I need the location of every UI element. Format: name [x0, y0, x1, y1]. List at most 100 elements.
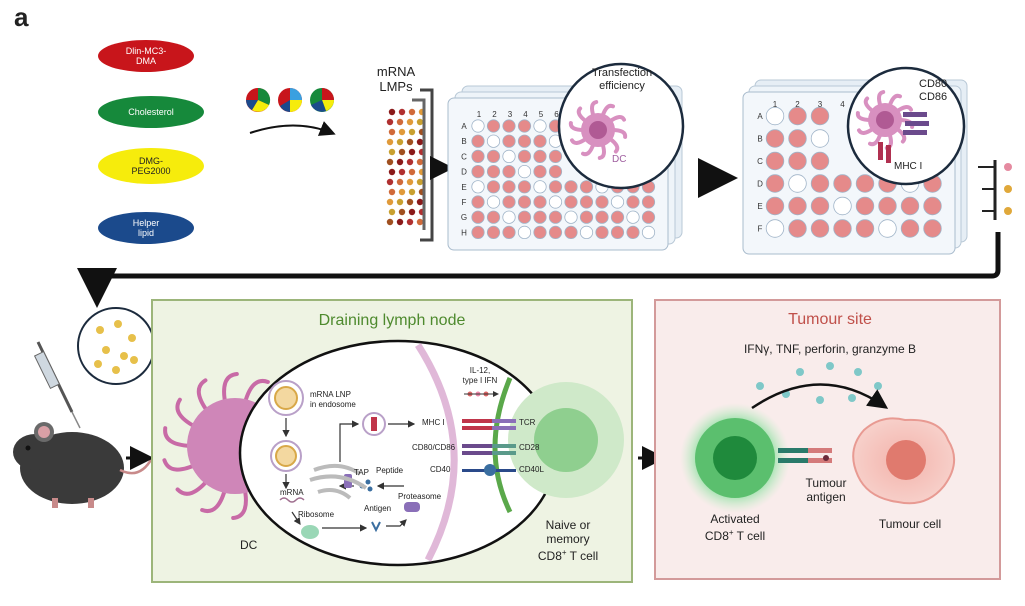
well — [548, 180, 563, 194]
tumour-cell-icon — [852, 417, 955, 505]
plate1-row-label: F — [462, 198, 467, 207]
lmp-dot — [406, 178, 414, 186]
lmp-bracket — [412, 98, 426, 230]
cd80-cd86-label: CD80 CD86 — [919, 78, 948, 103]
activated-tcell-sup: + — [728, 528, 734, 537]
plate2-col-label: 3 — [818, 100, 823, 109]
plate1-col-label: 1 — [477, 110, 482, 119]
lmp-dot — [406, 138, 414, 146]
well — [471, 195, 485, 209]
plate2-col-labels: 1 2 3 4 — [773, 100, 846, 109]
plate1-row-label: A — [461, 122, 467, 131]
lmp-dot — [398, 168, 406, 176]
plate2-col-label: 2 — [795, 100, 800, 109]
well — [502, 165, 516, 179]
tumour-site-title: Tumour site — [788, 311, 872, 328]
mrna-label: mRNA — [280, 488, 304, 497]
well — [517, 195, 532, 209]
well — [923, 196, 942, 216]
well — [486, 149, 501, 163]
lmp-strands — [386, 88, 454, 242]
well — [471, 119, 485, 133]
lipid-pill-1: Cholesterol — [98, 96, 204, 128]
plate1-row-label: G — [461, 213, 467, 222]
lmp-dot — [386, 158, 394, 166]
well — [564, 195, 578, 209]
lnp-zoom-circle — [77, 307, 155, 385]
well — [610, 210, 625, 224]
lmp-dot — [386, 218, 394, 226]
plate1-row-label: E — [461, 183, 466, 192]
lmp-dot — [398, 128, 406, 136]
antigen-icon — [371, 521, 381, 533]
plate2-col-label: 1 — [773, 100, 778, 109]
well — [517, 225, 532, 239]
plate1-col-label: 4 — [523, 110, 528, 119]
cytokine-dots — [464, 391, 499, 397]
well — [595, 210, 609, 224]
lipid-pill-0: Dlin-MC3- DMA — [98, 40, 194, 72]
well — [595, 225, 609, 239]
well — [548, 149, 563, 163]
lmp-dot — [416, 198, 424, 206]
mouse-icon — [13, 422, 154, 508]
antigen-label: Antigen — [364, 504, 392, 513]
plate2-row-label: E — [757, 202, 762, 211]
lmp-dot — [416, 218, 424, 226]
plate2-row-label: A — [757, 112, 763, 121]
lmp-dot — [396, 178, 404, 186]
er-membrane — [309, 463, 368, 500]
lmp-dot — [406, 158, 414, 166]
tcr-label: TCR — [519, 418, 536, 427]
well — [788, 151, 807, 171]
cd40-cd40l-pair — [462, 464, 516, 476]
lipid-pill-2: DMG- PEG2000 — [98, 148, 204, 184]
lmp-dot — [396, 198, 404, 206]
activated-tcell-label: Activated CD8+ T cell — [690, 512, 780, 543]
lmp-dot — [398, 188, 406, 196]
plate1-row-label: D — [461, 168, 467, 177]
well — [765, 106, 785, 126]
naive-tcell-text: Naive or memory CD8 — [537, 518, 591, 563]
lmp-dot — [386, 178, 394, 186]
lmp-dot — [398, 148, 406, 156]
well — [579, 225, 594, 239]
naive-tcell-sup: + — [561, 548, 567, 557]
panel-label: a — [14, 2, 29, 32]
lipid-label-2: DMG- PEG2000 — [131, 156, 171, 176]
well — [626, 195, 640, 209]
cd28-label: CD28 — [519, 443, 540, 452]
well — [471, 210, 485, 224]
well — [855, 196, 875, 216]
cytokines-label: IL-12, type I IFN — [462, 366, 498, 385]
well — [502, 195, 516, 209]
plate2-row-label: B — [757, 135, 762, 144]
well — [502, 180, 516, 194]
plate2-col-label: 4 — [840, 100, 845, 109]
well — [533, 134, 547, 148]
effector-cytokines-label: IFNγ, TNF, perforin, granzyme B — [743, 342, 917, 356]
well — [533, 180, 547, 194]
return-connector — [77, 232, 1001, 308]
well — [641, 225, 656, 239]
well — [548, 210, 563, 224]
well — [486, 225, 501, 239]
well — [564, 210, 578, 224]
output-dots — [978, 160, 1012, 220]
mixing-arrow — [249, 121, 336, 136]
well — [833, 174, 852, 193]
dc-membrane — [415, 343, 458, 562]
transfection-callout — [557, 62, 685, 190]
naive-tcell-suffix: T cell — [566, 549, 599, 563]
well — [548, 165, 563, 179]
well — [788, 129, 807, 148]
lmp-dot — [408, 208, 416, 216]
lmp-dot — [396, 138, 404, 146]
well — [486, 165, 501, 179]
lmp-dot — [398, 108, 406, 116]
cd80-cd86-ln-label: CD80/CD86 — [412, 443, 456, 452]
mrna-lnp-label: mRNA LNP in endosome — [310, 390, 356, 409]
